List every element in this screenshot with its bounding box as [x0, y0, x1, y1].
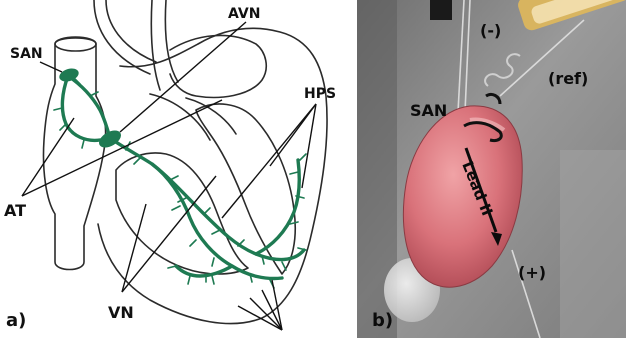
label-san: SAN	[10, 46, 43, 62]
pulmonary-outline	[151, 0, 178, 90]
label-san-photo: SAN	[410, 101, 447, 120]
panel-a-diagram: SAN AVN HPS AT VN a)	[4, 0, 336, 331]
vena-cava-opening	[55, 37, 96, 51]
panel-b-photo: (-) (ref) SAN (+) Lead II b)	[357, 0, 626, 338]
label-hps: HPS	[304, 86, 336, 102]
label-ref: (ref)	[548, 69, 588, 88]
conduction-system	[54, 66, 306, 288]
aorta-outline	[94, 0, 156, 74]
label-plus: (+)	[518, 263, 546, 282]
inner-chamber-right	[116, 153, 248, 274]
label-at: AT	[4, 201, 26, 220]
panel-a-label: a)	[6, 310, 26, 331]
septum-line	[150, 94, 236, 140]
atrium-outline	[170, 35, 266, 97]
panel-b-label: b)	[372, 310, 393, 331]
avn-node	[96, 127, 124, 151]
clip-black	[430, 0, 452, 20]
label-avn: AVN	[228, 6, 260, 22]
label-vn: VN	[108, 303, 134, 322]
label-minus: (-)	[480, 21, 501, 40]
